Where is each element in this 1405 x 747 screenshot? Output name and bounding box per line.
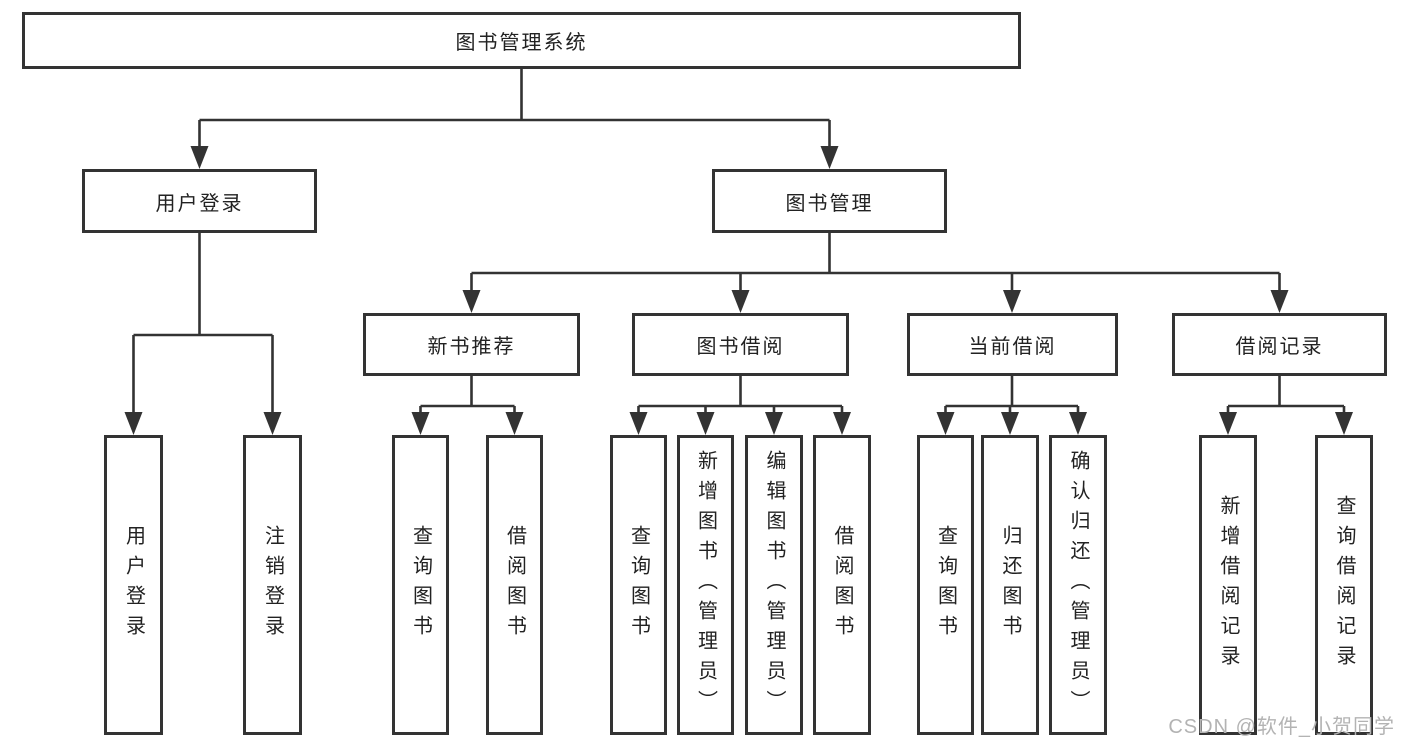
node-label: 查询图书 [409,525,432,645]
leaf-logout: 注销登录 [243,435,302,735]
arrowheads [124,146,1353,435]
node-label: 用户登录 [155,192,244,215]
node-label: 图书管理系统 [455,32,588,54]
leaf-borrow-books-recommend: 借阅图书 [486,435,543,735]
node-label: 编辑图书（管理员） [763,450,785,720]
node-label: 查询借阅记录 [1333,495,1355,675]
leaf-edit-books-admin: 编辑图书（管理员） [745,435,803,735]
node-library-management-system: 图书管理系统 [22,12,1021,69]
node-user-login: 用户登录 [82,169,317,233]
leaf-query-books-recommend: 查询图书 [392,435,449,735]
leaf-add-books-admin: 新增图书（管理员） [677,435,734,735]
node-label: 归还图书 [999,525,1021,645]
node-label: 注销登录 [261,525,284,645]
leaf-confirm-return-admin: 确认归还（管理员） [1049,435,1107,735]
node-label: 借阅图书 [503,525,526,645]
csdn-watermark: CSDN @软件_小贺同学 [1168,716,1395,738]
node-book-management: 图书管理 [712,169,947,233]
node-label: 新增图书（管理员） [694,450,717,720]
node-borrow-records: 借阅记录 [1172,313,1387,376]
node-label: 查询图书 [934,525,957,645]
node-new-book-recommend: 新书推荐 [363,313,580,376]
node-label: 新书推荐 [427,336,516,358]
node-label: 查询图书 [627,525,650,645]
node-current-borrow: 当前借阅 [907,313,1118,376]
node-label: 新增借阅记录 [1217,495,1239,675]
node-label: 图书管理 [785,192,874,215]
node-label: 借阅图书 [831,525,853,645]
leaf-return-books: 归还图书 [981,435,1039,735]
node-label: 图书借阅 [696,336,785,358]
node-label: 确认归还（管理员） [1067,450,1089,720]
node-label: 当前借阅 [968,336,1057,358]
leaf-add-borrow-record: 新增借阅记录 [1199,435,1257,735]
leaf-user-login: 用户登录 [104,435,163,735]
leaf-borrow-books: 借阅图书 [813,435,871,735]
node-label: 借阅记录 [1235,336,1324,358]
leaf-query-books-current: 查询图书 [917,435,974,735]
node-book-borrow: 图书借阅 [632,313,849,376]
leaf-query-books: 查询图书 [610,435,667,735]
node-label: 用户登录 [122,525,145,645]
leaf-query-borrow-record: 查询借阅记录 [1315,435,1373,735]
